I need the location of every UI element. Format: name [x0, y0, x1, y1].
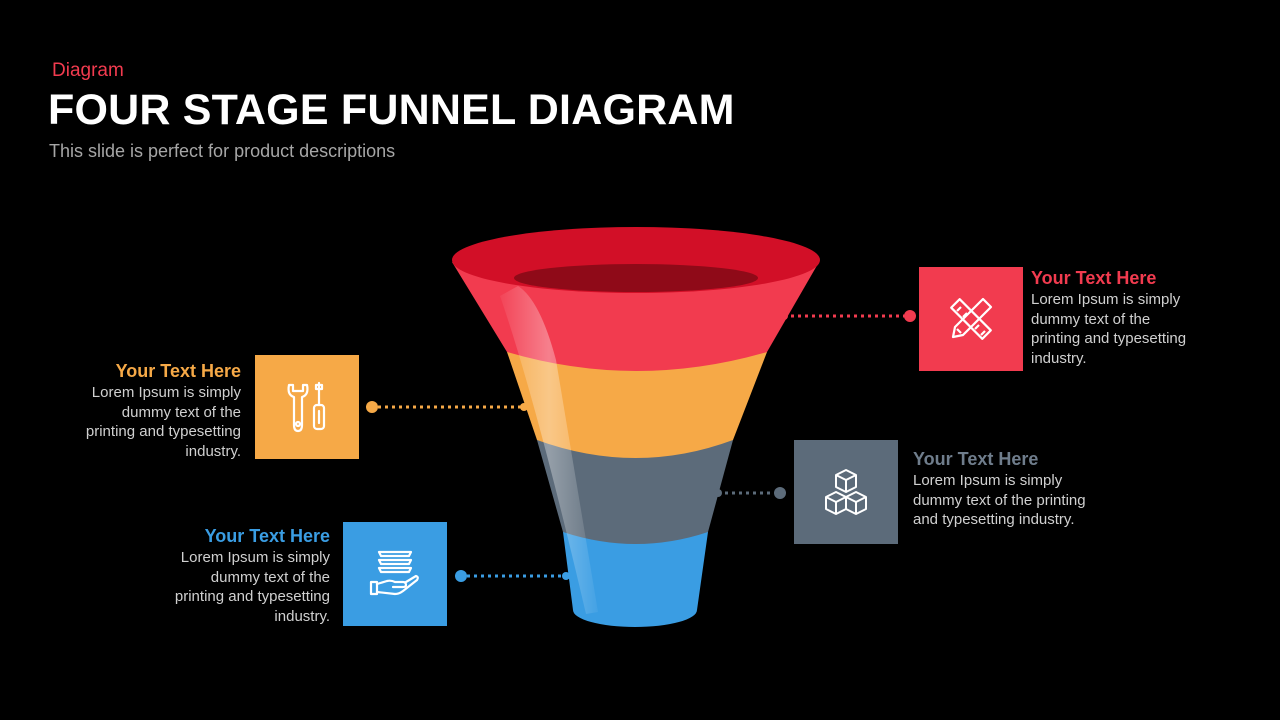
stage-2-icon-box: [255, 355, 359, 459]
stage-4-heading: Your Text Here: [204, 526, 330, 546]
stage-2-text: Your Text Here Lorem Ipsum is simply dum…: [51, 359, 241, 461]
connector-stage-1: [780, 310, 916, 322]
funnel-gloss: [500, 286, 598, 614]
connector-stage-3: [714, 487, 786, 499]
stage-4-text: Your Text Here Lorem Ipsum is simply dum…: [140, 524, 330, 626]
hand-holding-layers-icon: [369, 550, 419, 596]
stage-2-body: Lorem Ipsum is simply dummy text of the …: [85, 384, 241, 460]
slide-title: FOUR STAGE FUNNEL DIAGRAM: [48, 86, 735, 134]
connector-stage-2: [366, 401, 528, 413]
stacked-cubes-icon: [825, 469, 867, 515]
connector-stage-4: [455, 570, 570, 582]
stage-3-body: Lorem Ipsum is simply dummy text of the …: [913, 472, 1086, 528]
stage-3-text: Your Text Here Lorem Ipsum is simply dum…: [913, 447, 1103, 530]
funnel-stage-2: [507, 352, 767, 458]
wrench-screwdriver-icon: [287, 381, 326, 433]
pencil-ruler-icon: [950, 297, 993, 340]
stage-3-icon-box: [794, 440, 898, 544]
slide-subtitle: This slide is perfect for product descri…: [49, 141, 396, 161]
stage-1-text: Your Text Here Lorem Ipsum is simply dum…: [1031, 266, 1191, 368]
stage-1-icon-box: [919, 267, 1023, 371]
stage-4-body: Lorem Ipsum is simply dummy text of the …: [174, 549, 330, 625]
slide-kicker: Diagram: [52, 60, 124, 81]
funnel-stage-4: [563, 532, 708, 627]
funnel-opening: [514, 264, 758, 292]
stage-2-heading: Your Text Here: [115, 361, 241, 381]
funnel-stage-3: [537, 440, 733, 544]
stage-1-body: Lorem Ipsum is simply dummy text of the …: [1031, 291, 1187, 367]
stage-3-heading: Your Text Here: [913, 449, 1039, 469]
stage-1-heading: Your Text Here: [1031, 268, 1157, 288]
stage-4-icon-box: [343, 522, 447, 626]
